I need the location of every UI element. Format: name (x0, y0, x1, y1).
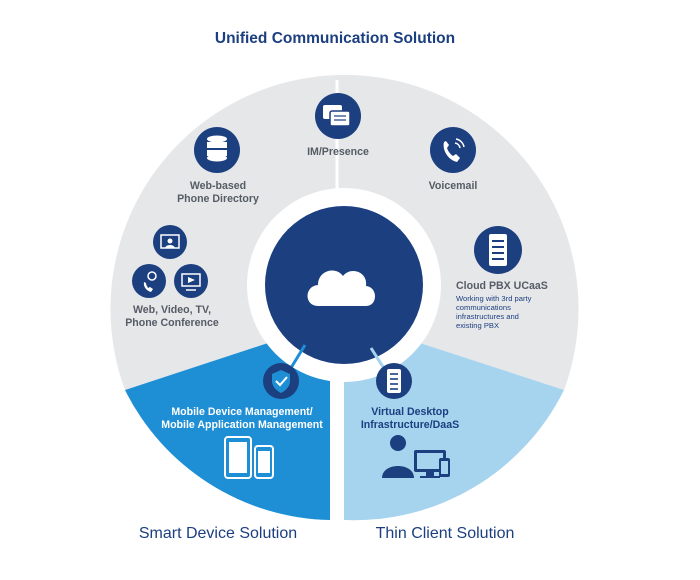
monitor-icon (174, 264, 208, 298)
thin-client-label-1: Virtual Desktop (371, 406, 449, 418)
tablet-icon (224, 436, 252, 479)
presentation-icon (153, 225, 187, 259)
conference-label-1: Web, Video, TV, (133, 304, 211, 316)
page-title: Unified Communication Solution (215, 30, 455, 47)
smart-device-label-2: Mobile Application Management (161, 419, 323, 431)
person-phone-icon (132, 264, 166, 298)
server-icon (376, 363, 412, 399)
phone-icon (430, 127, 476, 173)
shield-check-icon (263, 363, 299, 399)
server-icon (474, 226, 522, 274)
conference-label-2: Phone Conference (125, 317, 219, 329)
cloud-pbx-note-2: communications (456, 303, 511, 312)
cloud-pbx-note-3: infrastructures and (456, 312, 519, 321)
phone-device-icon (254, 445, 274, 479)
cloud-pbx-note-4: existing PBX (456, 321, 499, 330)
thin-client-label-2: Infrastructure/DaaS (361, 419, 459, 431)
thin-client-title: Thin Client Solution (376, 525, 515, 542)
database-icon (194, 127, 240, 173)
smart-device-title: Smart Device Solution (139, 525, 297, 542)
connector-right (369, 347, 387, 371)
im-presence-label: IM/Presence (307, 146, 369, 158)
cloud-pbx-note-1: Working with 3rd party (456, 294, 532, 303)
web-directory-label-2: Phone Directory (177, 193, 259, 205)
monitor-icon (414, 450, 446, 478)
chat-bubbles-icon (315, 93, 361, 139)
phone-device-icon (439, 458, 450, 477)
person-icon (382, 435, 414, 478)
cloud-icon (307, 270, 375, 306)
cloud-pbx-label: Cloud PBX UCaaS (456, 280, 548, 292)
voicemail-label: Voicemail (429, 180, 478, 192)
web-directory-label-1: Web-based (190, 180, 246, 192)
smart-device-label-1: Mobile Device Management/ (171, 406, 312, 418)
